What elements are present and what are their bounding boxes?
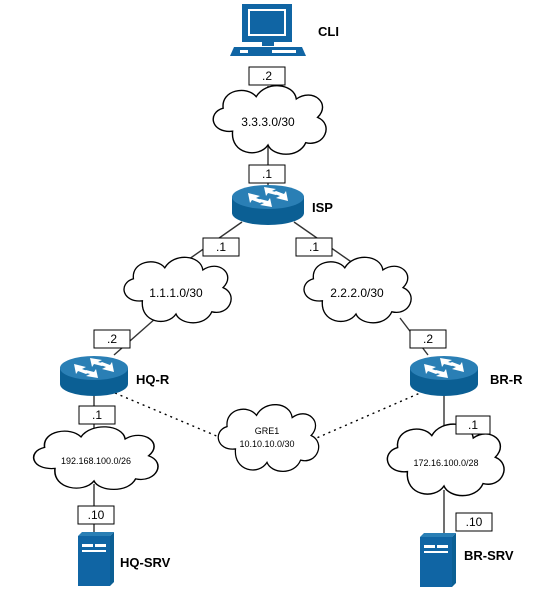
svg-text:.1: .1 <box>216 240 226 254</box>
interface-label-hq-srv: .10 <box>77 505 115 525</box>
interface-label-cli: .2 <box>248 66 286 86</box>
interface-label-hq-r-wan: .2 <box>93 329 131 349</box>
gre-tunnel-network: 10.10.10.0/30 <box>239 439 294 449</box>
router-icon[interactable] <box>60 356 128 396</box>
router-icon[interactable] <box>410 356 478 396</box>
svg-text:.1: .1 <box>262 167 272 181</box>
svg-text:.1: .1 <box>309 240 319 254</box>
device-name-isp: ISP <box>312 200 333 215</box>
network-label-hq-lan: 192.168.100.0/26 <box>61 456 131 466</box>
svg-text:.2: .2 <box>107 332 117 346</box>
interface-label-isp-br: .1 <box>295 237 333 257</box>
interface-label-isp-cli: .1 <box>248 164 286 184</box>
server-icon[interactable] <box>420 533 456 587</box>
svg-text:.2: .2 <box>423 332 433 346</box>
gre-tunnel-left <box>114 392 227 441</box>
device-name-cli: CLI <box>318 24 339 39</box>
interface-label-br-srv: .10 <box>455 512 493 532</box>
interface-label-br-r-lan: .1 <box>455 415 491 435</box>
network-label-isp-br: 2.2.2.0/30 <box>330 286 384 300</box>
device-name-br-srv: BR-SRV <box>464 548 514 563</box>
link-hq-cloud-router <box>113 317 157 356</box>
interface-label-hq-r-lan: .1 <box>78 405 116 425</box>
device-name-hq-r: HQ-R <box>136 372 170 387</box>
gre-tunnel-right <box>311 392 421 441</box>
server-icon[interactable] <box>78 532 114 586</box>
interface-label-br-r-wan: .2 <box>409 329 447 349</box>
network-label-cli-isp: 3.3.3.0/30 <box>241 115 295 129</box>
workstation-icon[interactable] <box>230 4 306 56</box>
svg-text:.10: .10 <box>88 508 105 522</box>
cloud-gre <box>217 403 320 473</box>
gre-tunnel-name: GRE1 <box>255 426 280 436</box>
device-name-br-r: BR-R <box>490 372 523 387</box>
router-icon[interactable] <box>232 185 304 225</box>
network-label-isp-hq: 1.1.1.0/30 <box>149 286 203 300</box>
svg-text:.2: .2 <box>262 69 272 83</box>
svg-text:.1: .1 <box>468 418 478 432</box>
interface-label-isp-hq: .1 <box>202 237 240 257</box>
svg-text:.1: .1 <box>92 408 102 422</box>
svg-text:.10: .10 <box>466 515 483 529</box>
network-label-br-lan: 172.16.100.0/28 <box>413 458 478 468</box>
device-name-hq-srv: HQ-SRV <box>120 555 171 570</box>
